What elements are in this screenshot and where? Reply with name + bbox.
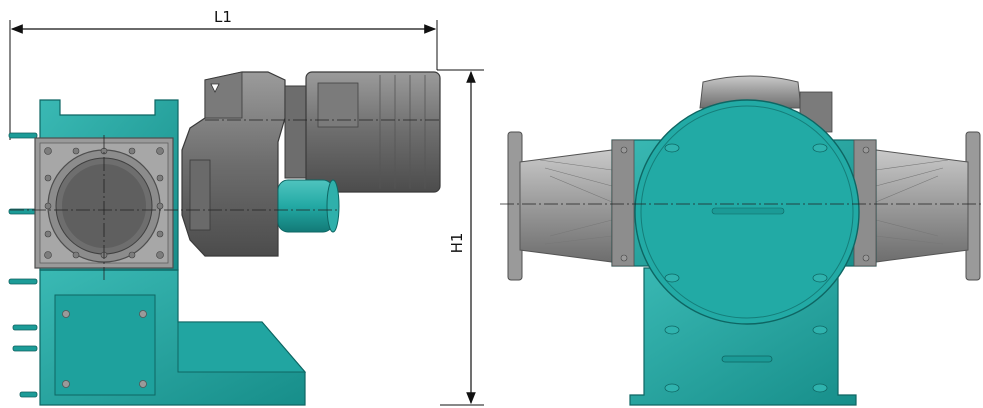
- flange-bolts: [44, 147, 164, 259]
- dimension-l1: L1: [9, 8, 438, 140]
- front-bolts: [664, 143, 828, 393]
- warning-triangle-icon: [210, 83, 220, 93]
- side-view: [8, 71, 441, 406]
- side-bolts: [620, 146, 870, 262]
- cooling-fins: [379, 75, 426, 189]
- right-cone-lines: [875, 159, 949, 252]
- left-cone-lines: [539, 159, 613, 252]
- height-label: H1: [448, 233, 466, 254]
- left-cone: [519, 149, 613, 263]
- center-lines-side: [10, 119, 440, 280]
- output-shaft: [277, 179, 334, 233]
- cover-bolts: [62, 310, 147, 388]
- actuator-cap: [699, 75, 802, 109]
- base-slot: [721, 355, 773, 363]
- dimension-h1: H1: [437, 69, 484, 406]
- front-view: [500, 75, 983, 406]
- mounting-pins: [8, 132, 38, 398]
- access-cover: [54, 294, 156, 396]
- right-cone: [875, 149, 969, 263]
- length-label: L1: [214, 8, 232, 26]
